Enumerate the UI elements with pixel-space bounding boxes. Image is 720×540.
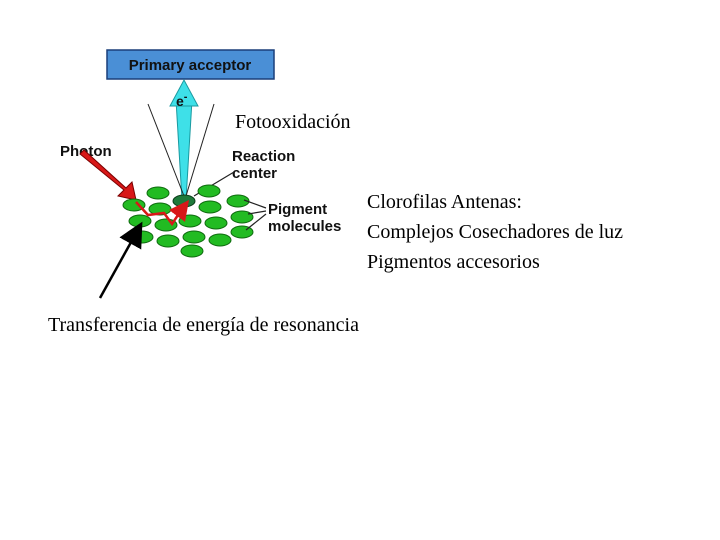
- pigment-molecule: [204, 216, 228, 230]
- pigment-molecule: [208, 233, 232, 247]
- reaction-center-line2: center: [232, 165, 277, 182]
- pigment-molecule: [230, 210, 254, 224]
- pigment-molecule: [156, 234, 180, 248]
- pigment-pointer-middle: [247, 210, 267, 215]
- pigment-molecule: [146, 186, 170, 200]
- electron-charge: -: [184, 91, 188, 103]
- resonance-transfer-caption: Transferencia de energía de resonancia: [48, 314, 359, 336]
- photooxidation-caption: Fotooxidación: [235, 111, 351, 133]
- pigment-pointer-upper: [243, 199, 267, 209]
- electron-symbol: e: [176, 93, 184, 109]
- electron-beam-tip: [169, 78, 199, 107]
- pigment-pointer-lower: [245, 213, 267, 231]
- photon-arrow: [79, 149, 137, 201]
- primary-acceptor-label: Primary acceptor: [129, 57, 252, 74]
- pigment-molecule: [128, 214, 152, 228]
- pigment-molecule: [122, 198, 146, 212]
- pigment-molecule: [180, 244, 204, 258]
- pigment-molecule: [197, 184, 221, 198]
- pigment-cluster: [122, 184, 254, 258]
- pigment-molecule: [226, 194, 250, 208]
- pigment-line1: Pigment: [268, 201, 327, 218]
- resonance-transfer-arrow: [98, 221, 143, 299]
- reaction-center-line1: Reaction: [232, 148, 295, 165]
- electron-label: e-: [176, 91, 188, 109]
- antenna-caption: Clorofilas Antenas: Complejos Cosechador…: [367, 187, 623, 277]
- reaction-center-line-left: [147, 103, 185, 197]
- antenna-line-2: Complejos Cosechadores de luz: [367, 221, 624, 243]
- pigment-molecule: [198, 200, 222, 214]
- reaction-center-line-right: [185, 103, 215, 197]
- antenna-line-1: Clorofilas Antenas:: [367, 191, 522, 213]
- pigment-line2: molecules: [268, 218, 341, 235]
- antenna-line-3: Pigmentos accesorios: [367, 251, 540, 273]
- energy-transfer-path: [135, 200, 189, 227]
- pigment-molecule: [182, 230, 206, 244]
- pigment-molecule: [178, 214, 202, 228]
- reaction-center-label: Reaction center: [232, 148, 300, 182]
- primary-acceptor-box: [106, 49, 275, 80]
- pigment-molecules-label: Pigment molecules: [268, 201, 341, 235]
